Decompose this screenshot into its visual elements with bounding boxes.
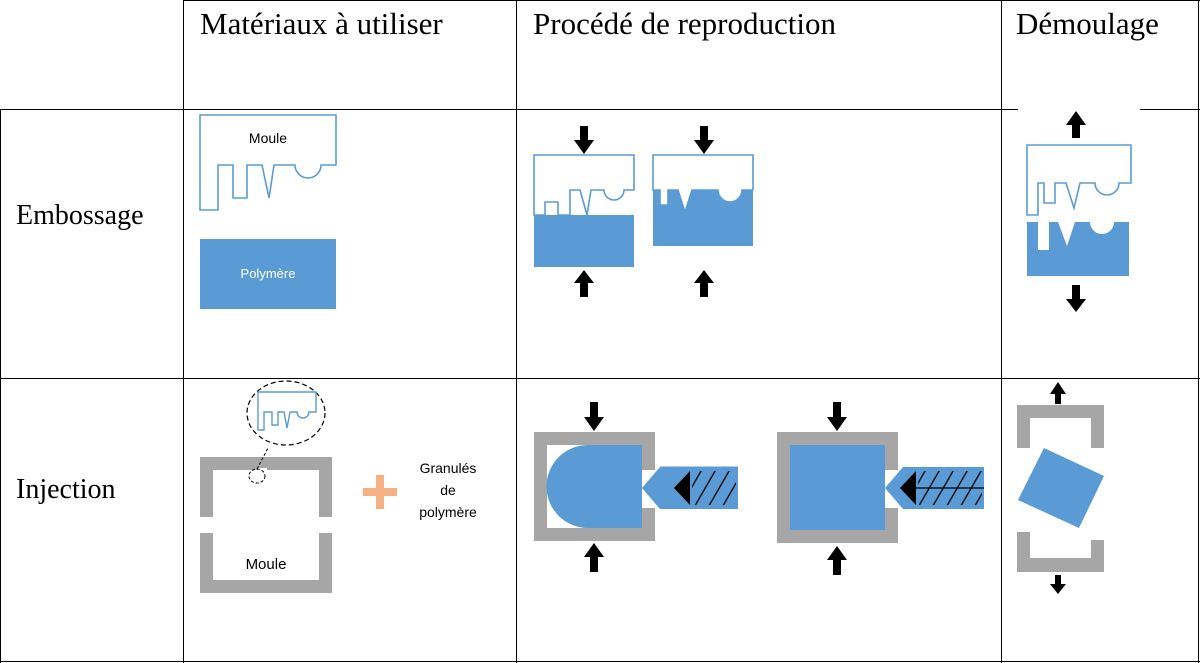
table-row-divider-1 bbox=[0, 109, 1200, 110]
injection-screw-2 bbox=[885, 467, 984, 509]
row-label-injection: Injection bbox=[16, 474, 116, 505]
arrow-up-icon bbox=[1050, 382, 1066, 404]
arrow-up-icon bbox=[694, 270, 714, 297]
zoom-target-circle bbox=[248, 468, 266, 484]
header-materials: Matériaux à utiliser bbox=[200, 6, 443, 41]
demold-injection-mold bbox=[1016, 405, 1104, 572]
arrow-down-icon bbox=[1066, 285, 1086, 312]
table-col-divider-3 bbox=[1001, 0, 1002, 663]
arrow-down-icon bbox=[574, 126, 594, 154]
ejected-part bbox=[1018, 448, 1104, 528]
mold-label-injection: Moule bbox=[246, 556, 287, 573]
mold-label: Moule bbox=[249, 130, 287, 146]
table-border-left bbox=[0, 109, 1, 663]
emboss-step1 bbox=[533, 154, 635, 267]
header-process: Procédé de reproduction bbox=[533, 6, 836, 41]
zoomed-mold-icon bbox=[257, 391, 317, 431]
plus-icon bbox=[363, 475, 397, 509]
mold-shape bbox=[199, 114, 337, 211]
table-border-top bbox=[183, 0, 1200, 1]
table-col-divider-2 bbox=[516, 0, 517, 663]
demold-mold bbox=[1026, 144, 1132, 216]
arrow-up-icon bbox=[574, 270, 594, 297]
table-row-divider-2 bbox=[0, 378, 1200, 379]
injection-mold bbox=[200, 457, 332, 593]
arrow-up-icon bbox=[1066, 111, 1086, 138]
arrow-up-icon bbox=[584, 543, 604, 572]
demold-polymer bbox=[1027, 222, 1129, 276]
zoom-detail-circle bbox=[246, 380, 326, 446]
table-border-right bbox=[1198, 0, 1199, 663]
arrow-down-icon bbox=[584, 402, 604, 431]
arrow-down-icon bbox=[827, 402, 847, 431]
table-border-bottom bbox=[0, 661, 1200, 662]
polymer-block bbox=[200, 239, 336, 309]
arrow-up-icon bbox=[827, 546, 847, 575]
arrow-down-icon bbox=[694, 126, 714, 154]
granules-label-line2: de bbox=[440, 482, 456, 498]
granules-label-line1: Granulés bbox=[420, 460, 477, 476]
injection-step2-mold bbox=[777, 432, 898, 543]
polymer-label: Polymère bbox=[241, 266, 296, 281]
emboss-step2 bbox=[652, 154, 754, 246]
row-label-embossage: Embossage bbox=[16, 200, 144, 231]
arrow-down-icon bbox=[1050, 575, 1066, 594]
table-col-divider-1 bbox=[183, 0, 184, 663]
header-demolding: Démoulage bbox=[1016, 6, 1159, 41]
injection-step1-mold bbox=[534, 432, 655, 541]
granules-label-line3: polymère bbox=[419, 504, 477, 520]
injection-screw-1 bbox=[642, 466, 738, 509]
